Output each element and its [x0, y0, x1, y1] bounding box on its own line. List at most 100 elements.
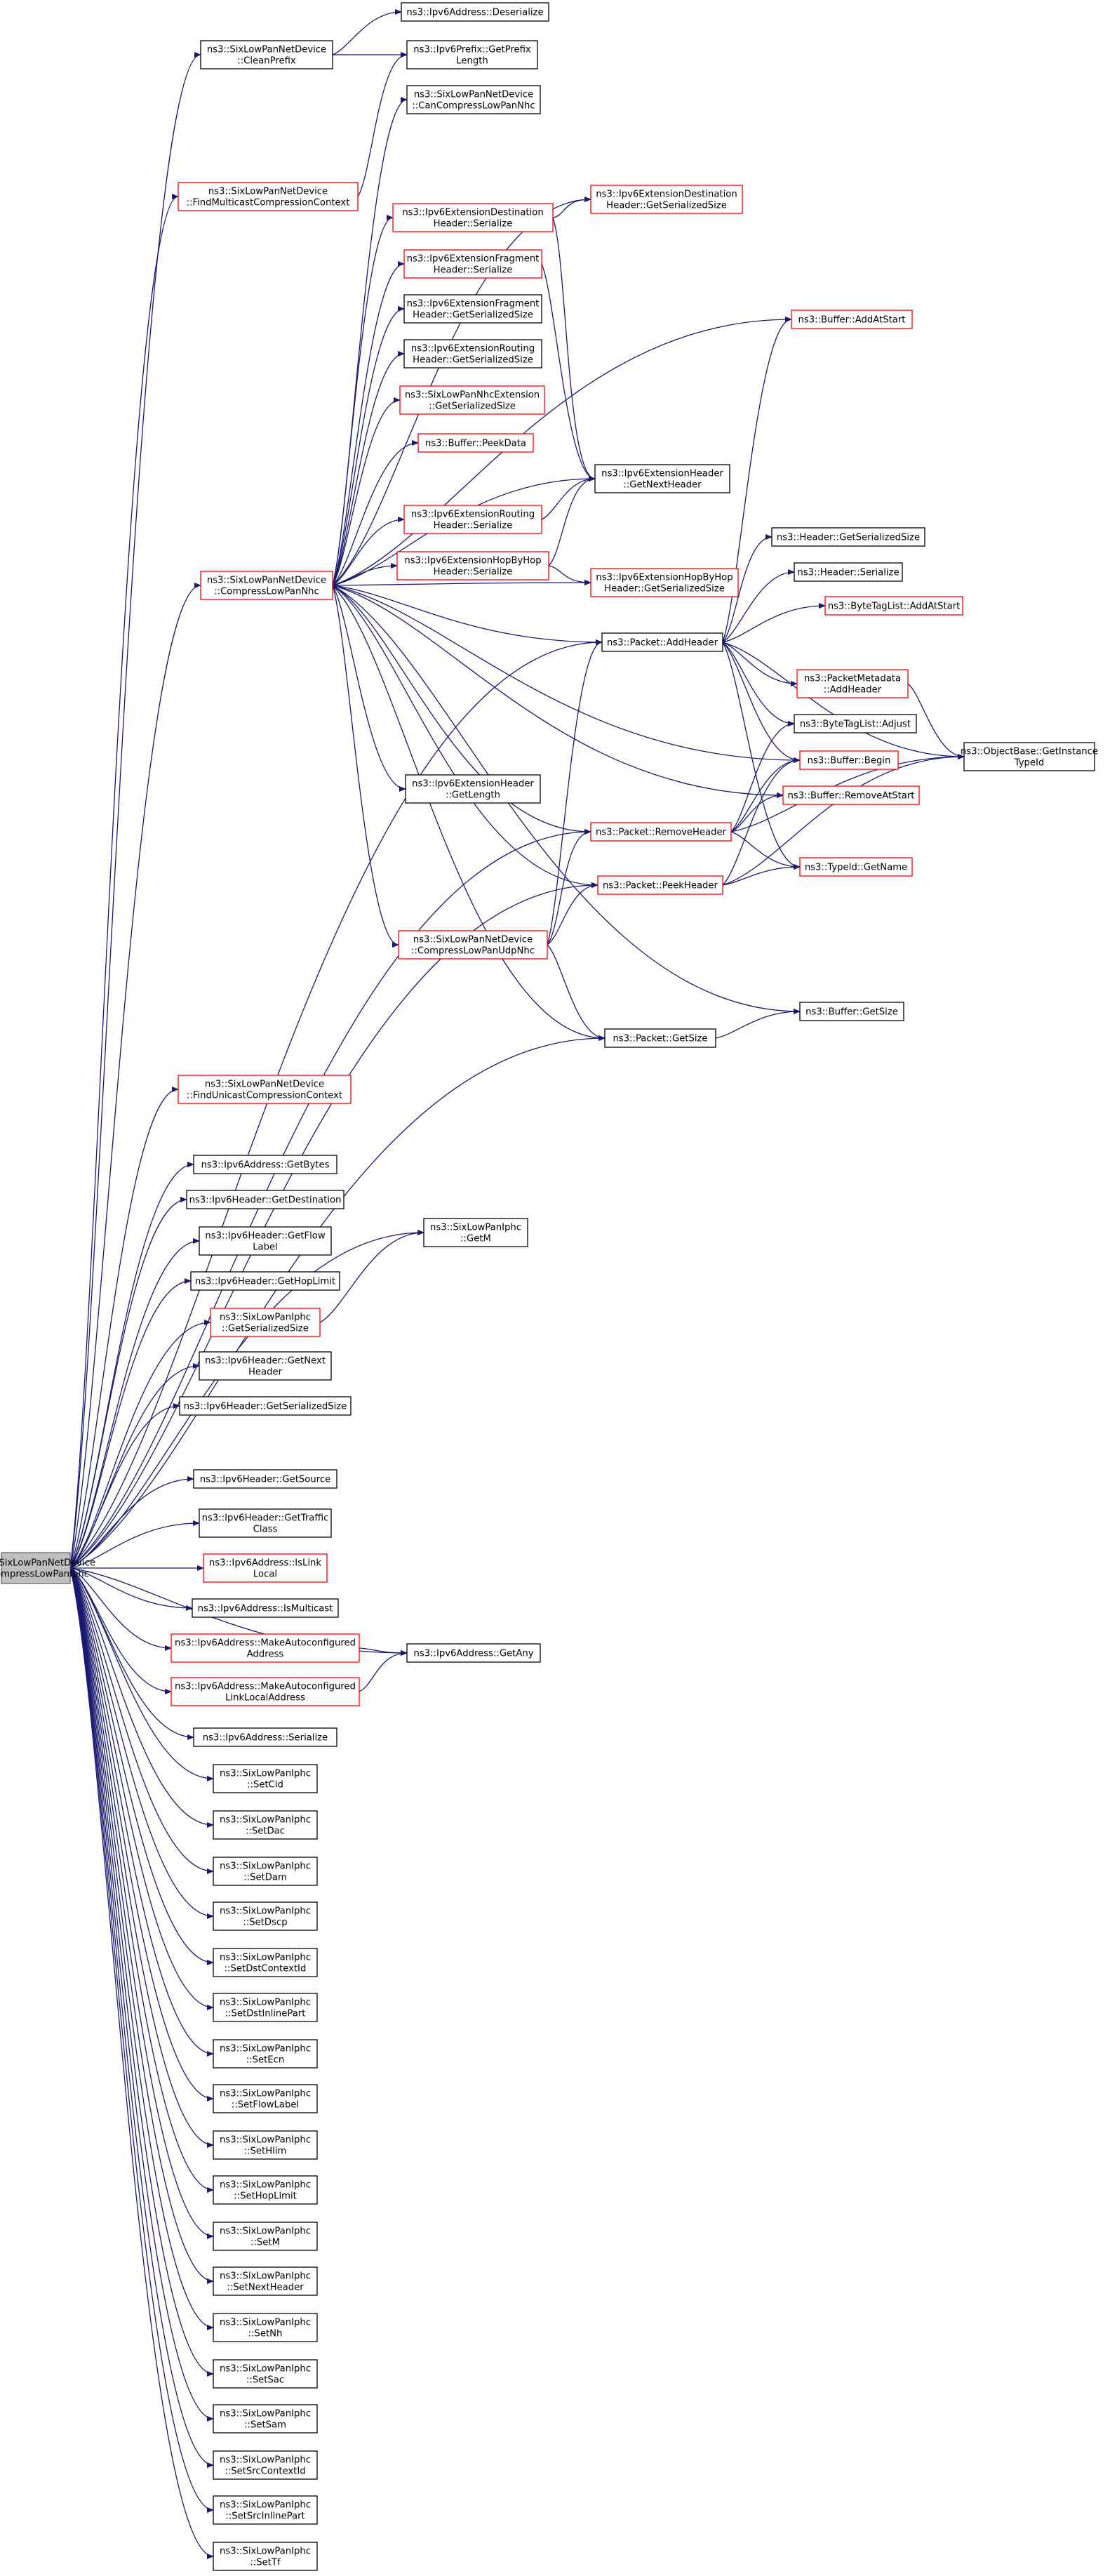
node-hdrsize[interactable]: ns3::Header::GetSerializedSize	[771, 527, 925, 547]
node-fragser[interactable]: ns3::Ipv6ExtensionFragmentHeader::Serial…	[403, 249, 542, 279]
node-getm[interactable]: ns3::SixLowPanIphc::GetM	[423, 1218, 528, 1247]
node-label-line: ns3::SixLowPanIphc	[220, 1953, 311, 1963]
node-root: ns3::SixLowPanNetDevice::CompressLowPanI…	[0, 1552, 95, 1584]
node-hbhsize[interactable]: ns3::Ipv6ExtensionHopByHopHeader::GetSer…	[590, 568, 739, 597]
node-finduni[interactable]: ns3::SixLowPanNetDevice::FindUnicastComp…	[178, 1075, 352, 1104]
node-setnexthdr[interactable]: ns3::SixLowPanIphc::SetNextHeader	[213, 2266, 318, 2296]
node-destser[interactable]: ns3::Ipv6ExtensionDestinationHeader::Ser…	[392, 203, 554, 232]
node-label-line: TypeId	[1014, 758, 1045, 769]
node-getbytes[interactable]: ns3::Ipv6Address::GetBytes	[193, 1155, 337, 1174]
node-hdrser[interactable]: ns3::Header::Serialize	[794, 562, 903, 582]
node-addheader[interactable]: ns3::Packet::AddHeader	[601, 632, 723, 652]
node-bufsize[interactable]: ns3::Buffer::GetSize	[799, 1002, 904, 1021]
node-getany[interactable]: ns3::Ipv6Address::GetAny	[406, 1643, 541, 1663]
node-box	[213, 2175, 318, 2205]
node-setflow[interactable]: ns3::SixLowPanIphc::SetFlowLabel	[213, 2084, 318, 2113]
node-makeauto[interactable]: ns3::Ipv6Address::MakeAutoconfiguredAddr…	[170, 1633, 360, 1663]
node-box	[403, 249, 542, 279]
node-hbhser[interactable]: ns3::Ipv6ExtensionHopByHopHeader::Serial…	[396, 551, 549, 580]
node-box	[963, 742, 1095, 771]
node-peekheader[interactable]: ns3::Packet::PeekHeader	[597, 875, 723, 895]
node-cleanprefix[interactable]: ns3::SixLowPanNetDevice::CleanPrefix	[200, 40, 333, 69]
node-setnh[interactable]: ns3::SixLowPanIphc::SetNh	[213, 2313, 318, 2342]
node-box	[213, 2495, 318, 2525]
node-cancomp[interactable]: ns3::SixLowPanNetDevice::CanCompressLowP…	[406, 85, 541, 114]
node-box	[590, 185, 743, 214]
node-begin[interactable]: ns3::Buffer::Begin	[799, 750, 899, 770]
edge-destser-to-destsize	[552, 197, 591, 218]
node-getnexthdr[interactable]: ns3::Ipv6ExtensionHeader::GetNextHeader	[594, 464, 730, 493]
node-setm[interactable]: ns3::SixLowPanIphc::SetM	[213, 2222, 318, 2251]
node-label-line: ns3::SixLowPanIphc	[220, 2547, 311, 2557]
node-ipv6hdrsize[interactable]: ns3::Ipv6Header::GetSerializedSize	[179, 1396, 352, 1416]
node-sethlim[interactable]: ns3::SixLowPanIphc::SetHlim	[213, 2130, 318, 2160]
node-nhcextsize[interactable]: ns3::SixLowPanNhcExtension::GetSerialize…	[399, 385, 545, 415]
node-setdscp[interactable]: ns3::SixLowPanIphc::SetDscp	[213, 1901, 318, 1931]
node-routser[interactable]: ns3::Ipv6ExtensionRoutingHeader::Seriali…	[403, 505, 542, 534]
node-setcid[interactable]: ns3::SixLowPanIphc::SetCid	[213, 1764, 318, 1793]
node-box	[170, 1633, 360, 1663]
node-setdstctx[interactable]: ns3::SixLowPanIphc::SetDstContextId	[213, 1948, 318, 1977]
node-btladd[interactable]: ns3::ByteTagList::AddAtStart	[824, 596, 963, 616]
node-peekdata[interactable]: ns3::Buffer::PeekData	[417, 433, 534, 453]
node-getnext[interactable]: ns3::Ipv6Header::GetNextHeader	[199, 1351, 332, 1381]
node-label-line: ns3::Packet::PeekHeader	[603, 881, 718, 891]
node-label-line: Header	[248, 1367, 283, 1378]
node-label-line: ::SetFlowLabel	[232, 2100, 299, 2111]
node-gethop[interactable]: ns3::Ipv6Header::GetHopLimit	[190, 1271, 340, 1291]
edge-findmulti-to-prefixlen	[357, 52, 408, 197]
node-addatstart[interactable]: ns3::Buffer::AddAtStart	[791, 310, 913, 329]
node-setsam[interactable]: ns3::SixLowPanIphc::SetSam	[213, 2404, 318, 2434]
node-label-line: ::SetEcn	[246, 2055, 284, 2066]
node-setsrcinl[interactable]: ns3::SixLowPanIphc::SetSrcInlinePart	[213, 2495, 318, 2525]
edge-compnhc-to-destser	[332, 215, 394, 586]
node-box	[213, 1948, 318, 1977]
node-setdstinl[interactable]: ns3::SixLowPanIphc::SetDstInlinePart	[213, 1993, 318, 2022]
node-compnhc[interactable]: ns3::SixLowPanNetDevice::CompressLowPanN…	[200, 571, 333, 600]
node-ismulti[interactable]: ns3::Ipv6Address::IsMulticast	[192, 1598, 339, 1618]
node-label-line: ns3::SixLowPanNetDevice	[207, 576, 326, 586]
node-addrser[interactable]: ns3::Ipv6Address::Serialize	[193, 1727, 337, 1747]
edge-peekheader-to-begin	[722, 757, 801, 886]
node-pmaddhdr[interactable]: ns3::PacketMetadata::AddHeader	[796, 669, 909, 698]
node-iphcsize[interactable]: ns3::SixLowPanIphc::GetSerializedSize	[210, 1308, 321, 1337]
node-box	[399, 385, 545, 415]
node-deser[interactable]: ns3::Ipv6Address::Deserialize	[401, 2, 549, 22]
node-sethoplimit[interactable]: ns3::SixLowPanIphc::SetHopLimit	[213, 2175, 318, 2205]
node-destsize[interactable]: ns3::Ipv6ExtensionDestinationHeader::Get…	[590, 185, 743, 214]
node-compudp[interactable]: ns3::SixLowPanNetDevice::CompressLowPanU…	[398, 930, 548, 960]
node-btladj[interactable]: ns3::ByteTagList::Adjust	[794, 714, 917, 733]
node-getname[interactable]: ns3::TypeId::GetName	[799, 857, 913, 877]
node-pktsize[interactable]: ns3::Packet::GetSize	[604, 1028, 716, 1048]
node-label-line: ns3::SixLowPanIphc	[220, 1906, 311, 1917]
node-settf[interactable]: ns3::SixLowPanIphc::SetTf	[213, 2542, 318, 2571]
node-removeheader[interactable]: ns3::Packet::RemoveHeader	[590, 822, 732, 842]
node-setdam[interactable]: ns3::SixLowPanIphc::SetDam	[213, 1857, 318, 1886]
node-box	[590, 568, 739, 597]
node-label-line: ns3::ByteTagList::AddAtStart	[828, 602, 961, 612]
node-box	[597, 875, 723, 895]
node-extlen[interactable]: ns3::Ipv6ExtensionHeader::GetLength	[405, 774, 541, 804]
node-label-line: ns3::Ipv6ExtensionRouting	[411, 510, 535, 520]
node-fragsize[interactable]: ns3::Ipv6ExtensionFragmentHeader::GetSer…	[403, 294, 542, 324]
node-getsrc[interactable]: ns3::Ipv6Header::GetSource	[193, 1469, 337, 1489]
node-routsize[interactable]: ns3::Ipv6ExtensionRoutingHeader::GetSeri…	[403, 339, 542, 369]
node-removeatstart[interactable]: ns3::Buffer::RemoveAtStart	[782, 785, 920, 805]
node-setdac[interactable]: ns3::SixLowPanIphc::SetDac	[213, 1810, 318, 1840]
node-findmulti[interactable]: ns3::SixLowPanNetDevice::FindMulticastCo…	[178, 182, 359, 211]
node-getdest[interactable]: ns3::Ipv6Header::GetDestination	[186, 1190, 345, 1209]
node-setecn[interactable]: ns3::SixLowPanIphc::SetEcn	[213, 2039, 318, 2069]
node-label-line: Address	[247, 1649, 284, 1660]
node-setsac[interactable]: ns3::SixLowPanIphc::SetSac	[213, 2359, 318, 2389]
node-label-line: ns3::SixLowPanIphc	[220, 2364, 311, 2375]
edge-compnhc-to-fragser	[332, 261, 405, 586]
node-box	[190, 1271, 340, 1291]
node-setsrcctx[interactable]: ns3::SixLowPanIphc::SetSrcContextId	[213, 2450, 318, 2480]
node-makeautoll[interactable]: ns3::Ipv6Address::MakeAutoconfiguredLink…	[170, 1677, 360, 1706]
